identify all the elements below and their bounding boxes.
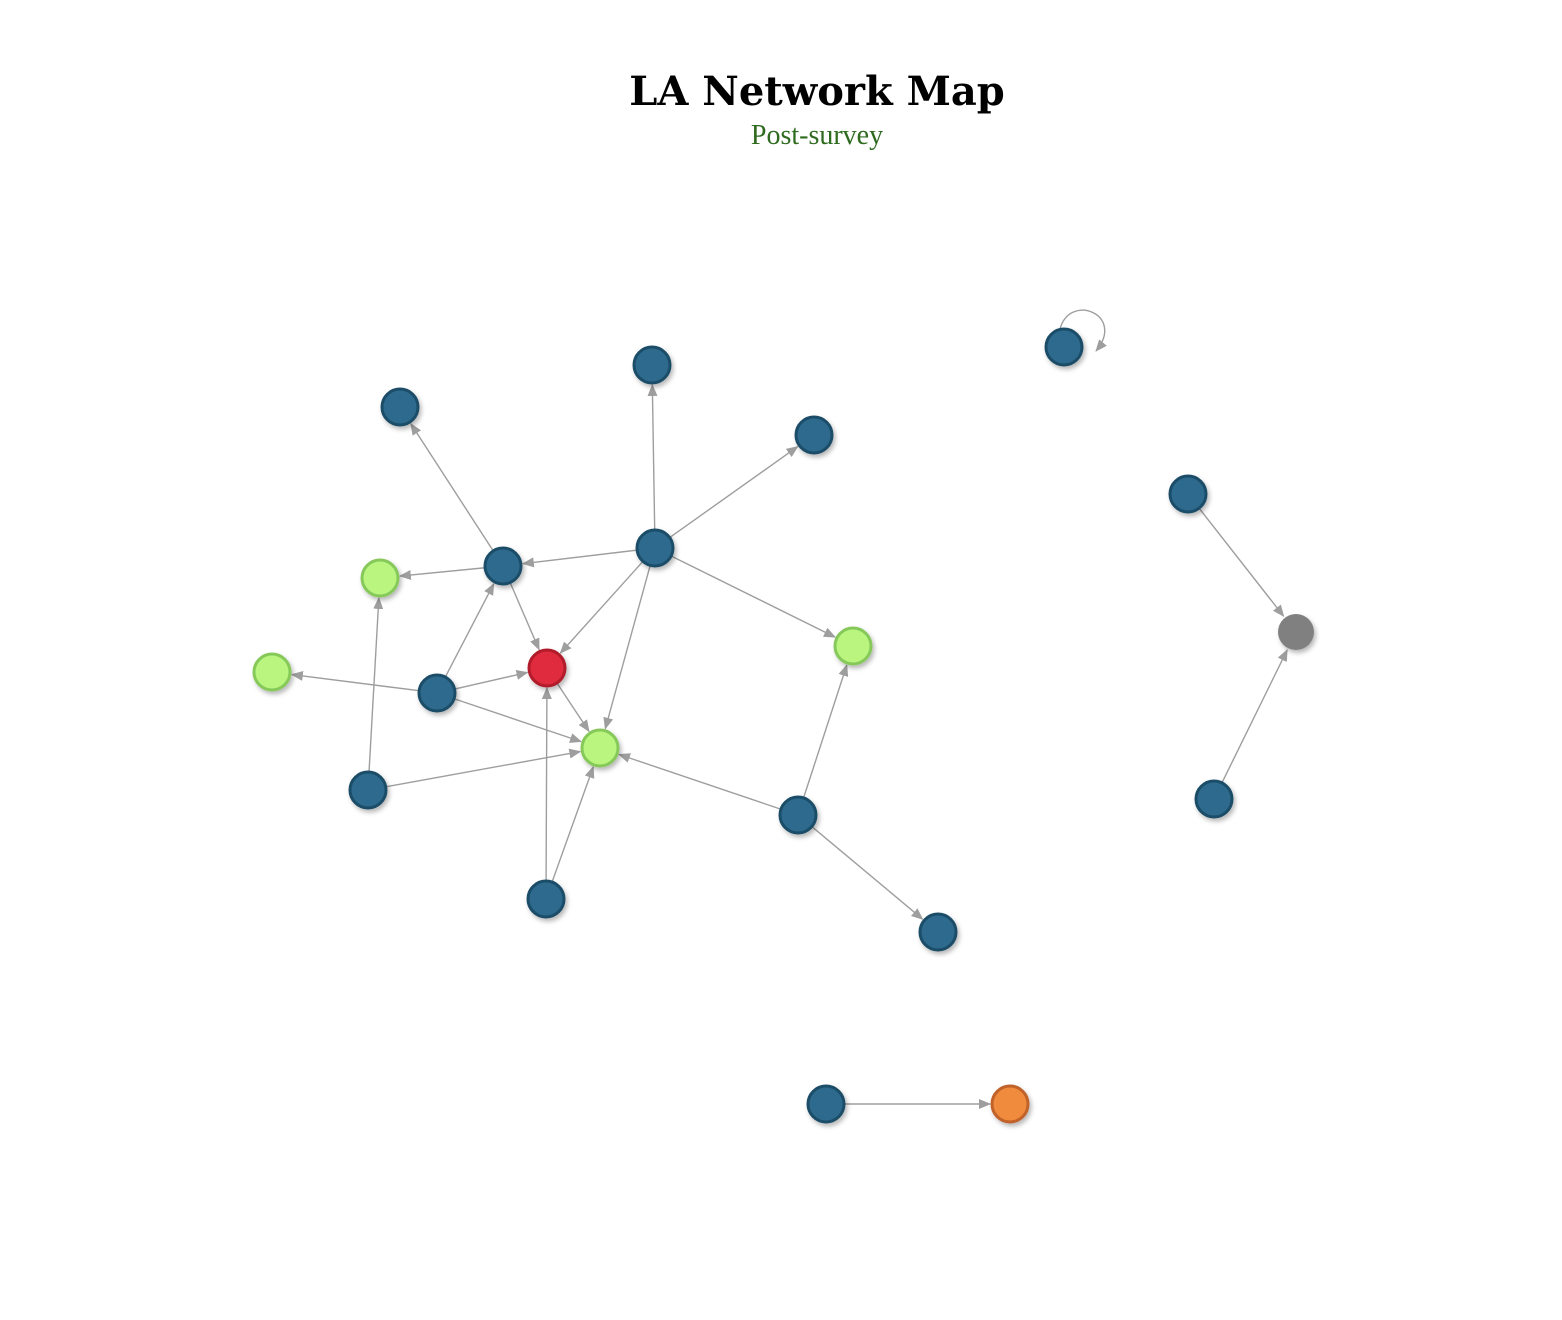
edge-n9-n10 [556,682,590,733]
edge-n14-n15 [811,826,924,920]
edge-n17-n18 [1198,507,1285,618]
node-n2-default[interactable] [632,345,672,385]
edge-n14-n12 [802,664,849,799]
edge-n19-n18 [1221,649,1288,784]
node-n13-default[interactable] [526,879,566,919]
edge-n14-n10 [617,753,782,810]
edge-n4-n5 [521,549,638,568]
page-title: LA Network Map [629,68,1005,115]
page-subtitle: Post-survey [750,120,884,151]
edge-n13-n9 [541,686,552,882]
node-n12-target[interactable] [833,626,873,666]
edge-n8-n5 [444,582,495,678]
nodes-layer [252,327,1314,1124]
node-n21-orange[interactable] [990,1084,1030,1124]
node-n7-target[interactable] [252,652,292,692]
node-n14-default[interactable] [778,795,818,835]
node-n15-default[interactable] [918,912,958,952]
node-n9-highlight[interactable] [527,648,567,688]
node-n16-default[interactable] [1044,327,1084,367]
node-n5-default[interactable] [483,546,523,586]
node-n17-default[interactable] [1168,474,1208,514]
edge-n4-n10 [603,565,651,730]
edge-n8-n7 [290,670,420,692]
edge-n5-n1 [410,422,494,552]
edge-n4-n2 [647,383,658,531]
edge-n16-n16 [1059,309,1107,352]
node-n1-default[interactable] [380,387,420,427]
edge-n13-n10 [551,765,595,883]
edge-n5-n6 [398,567,486,580]
edge-n8-n10 [453,698,582,743]
node-n10-target[interactable] [580,728,620,768]
node-n3-default[interactable] [794,415,834,455]
edge-n4-n12 [670,555,836,638]
edge-n4-n3 [669,446,799,539]
node-n19-default[interactable] [1194,779,1234,819]
edge-n8-n9 [454,669,529,690]
edge-n4-n9 [559,560,644,654]
edge-n11-n6 [368,596,384,773]
node-n4-default[interactable] [635,528,675,568]
node-n11-default[interactable] [348,770,388,810]
node-n18-gray[interactable] [1278,614,1314,650]
node-n8-default[interactable] [417,673,457,713]
edges-layer [290,309,1288,1109]
edge-n5-n9 [509,582,540,651]
node-n20-default[interactable] [806,1084,846,1124]
edge-n11-n10 [385,748,582,788]
node-n6-target[interactable] [360,558,400,598]
